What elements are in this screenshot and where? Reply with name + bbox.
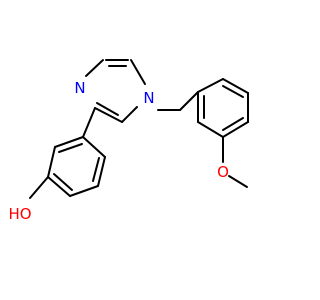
nitrogen-atom-label: N (143, 89, 154, 107)
bond (222, 78, 249, 94)
bond (222, 117, 244, 131)
bond (130, 59, 146, 85)
bond (179, 91, 199, 111)
bond (228, 175, 248, 188)
bond (92, 157, 100, 182)
bond (54, 136, 84, 148)
bond (69, 185, 99, 197)
molecule-structure: N N O HO (8, 59, 249, 223)
hydroxyl-label: HO (8, 205, 31, 223)
bond (222, 85, 244, 98)
bond (97, 156, 106, 187)
bond (82, 107, 96, 138)
bond (29, 176, 49, 199)
bond (85, 59, 104, 77)
bond (53, 173, 73, 191)
nitrogen-atom-label: N (74, 79, 85, 97)
bond (197, 78, 224, 93)
atom-labels: N N O HO (8, 79, 228, 223)
bond (94, 107, 123, 123)
bond (58, 143, 83, 153)
bond (121, 106, 138, 123)
bond (82, 136, 106, 158)
bond-layer (29, 59, 249, 199)
bond (47, 146, 56, 178)
bond (96, 102, 119, 116)
bond (197, 121, 224, 138)
oxygen-atom-label: O (217, 163, 229, 181)
bond (222, 121, 249, 138)
bond (47, 176, 71, 197)
